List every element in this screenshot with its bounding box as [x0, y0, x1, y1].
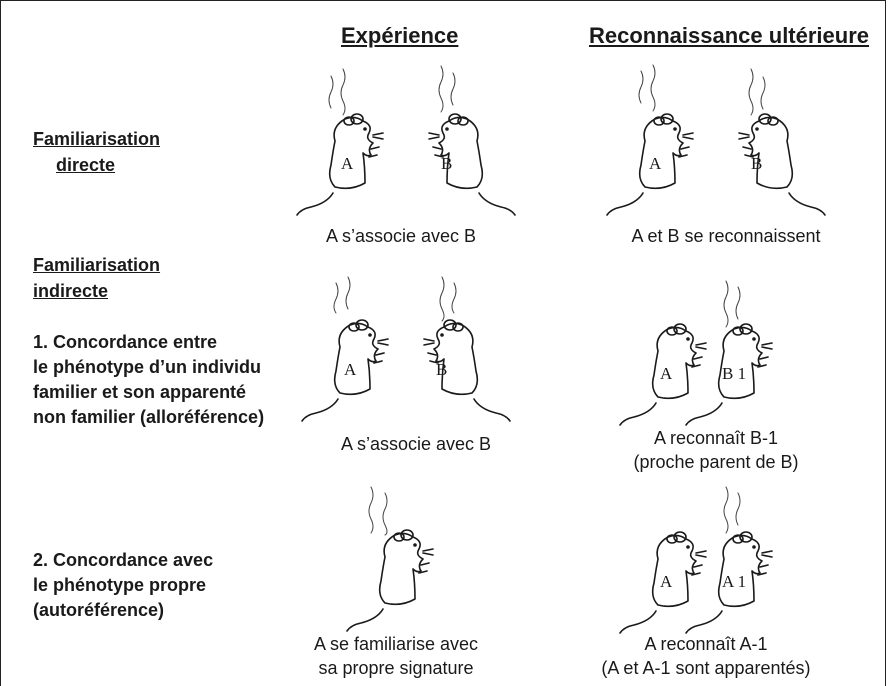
allo-desc-line1: 1. Concordance entre [33, 332, 218, 352]
auto-desc-line3: (autoréférence) [33, 600, 165, 620]
mouse-b-icon [738, 113, 826, 216]
mouse-a-label: A [660, 364, 673, 383]
mice-auto-recognition: A A 1 [619, 486, 773, 634]
caption-auto-recognition-line1: A reconnaît A-1 [644, 634, 768, 654]
mouse-b-label: B [436, 360, 447, 379]
caption-auto-experience-line1: A se familiarise avec [313, 634, 479, 654]
allo-desc-line2: le phénotype d’un individu [33, 357, 261, 377]
mouse-a-label: A [649, 154, 662, 173]
mouse-a-icon: A [619, 531, 707, 634]
mouse-b-icon [423, 319, 511, 422]
mice-direct-experience: A B [296, 65, 516, 216]
mouse-a-label: A [660, 572, 673, 591]
caption-auto-experience-line2: sa propre signature [318, 658, 474, 678]
mouse-b1-icon: B 1 [685, 323, 773, 426]
mice-direct-recognition: A B [606, 64, 826, 216]
caption-auto-recognition-line2: (A et A-1 sont apparentés) [601, 658, 811, 678]
mouse-a1-label: A 1 [722, 572, 746, 591]
auto-desc-line1: 2. Concordance avec [33, 550, 214, 570]
mouse-a-icon: A [296, 113, 384, 216]
allo-desc-line4: non familier (alloréférence) [33, 407, 265, 427]
caption-direct-experience: A s’associe avec B [325, 226, 477, 246]
row-label-indirect-line2: indirecte [33, 281, 109, 301]
mouse-b-label: B [441, 154, 452, 173]
allo-desc-line3: familier et son apparenté [33, 382, 247, 402]
odor-lines [328, 65, 456, 116]
row-label-direct-line2: directe [56, 155, 116, 175]
mouse-b-label: B [751, 154, 762, 173]
mouse-a-icon: A [301, 319, 389, 422]
mice-auto-experience [346, 486, 434, 632]
mouse-a-icon: A [606, 113, 694, 216]
row-label-indirect-line1: Familiarisation [33, 255, 161, 275]
caption-direct-recognition: A et B se reconnaissent [631, 226, 821, 246]
auto-desc-line2: le phénotype propre [33, 575, 207, 595]
mouse-self-icon [346, 529, 434, 632]
column-header-experience: Expérience [341, 23, 459, 48]
mouse-a-icon: A [619, 323, 707, 426]
mouse-b-icon [428, 113, 516, 216]
mice-allo-recognition: A B 1 [619, 280, 773, 426]
caption-allo-recognition-line1: A reconnaît B-1 [653, 428, 779, 448]
mouse-a-label: A [344, 360, 357, 379]
mice-allo-experience: A B [301, 276, 511, 422]
row-label-direct-line1: Familiarisation [33, 129, 161, 149]
column-header-recognition: Reconnaissance ultérieure [589, 23, 870, 48]
mouse-a1-icon: A 1 [685, 531, 773, 634]
caption-allo-recognition-line2: (proche parent de B) [633, 452, 799, 472]
caption-allo-experience: A s’associe avec B [340, 434, 492, 454]
mouse-a-label: A [341, 154, 354, 173]
mouse-b1-label: B 1 [722, 364, 746, 383]
